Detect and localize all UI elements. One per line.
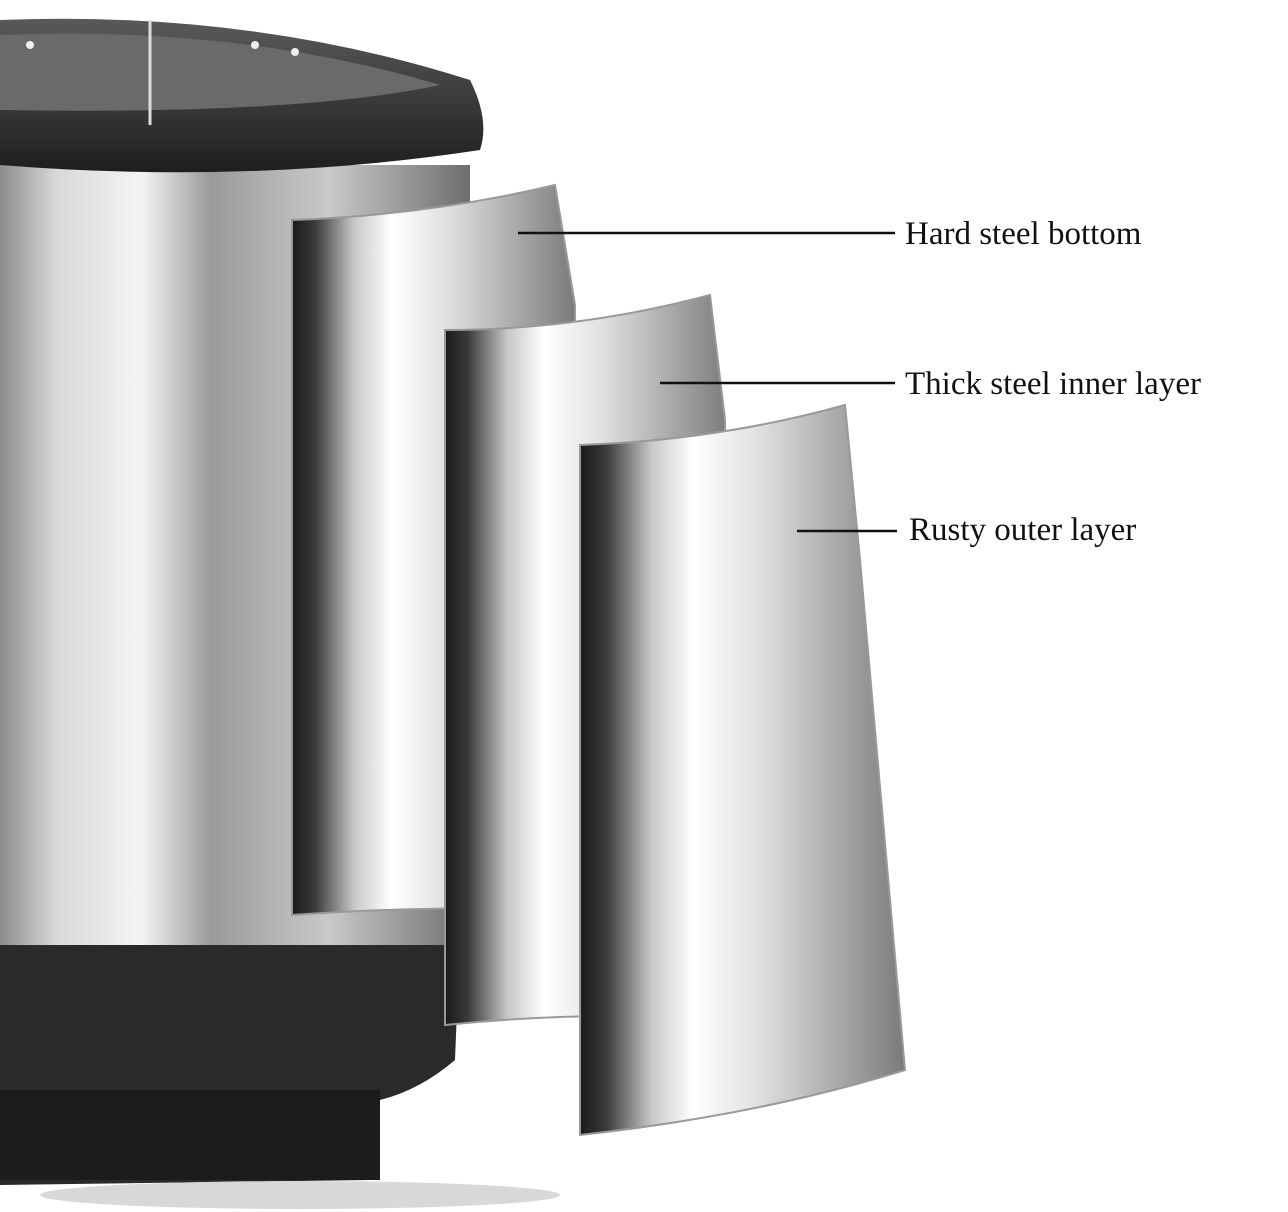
appliance-lid: [0, 18, 484, 173]
layer-panel-rusty-outer: [579, 403, 907, 1137]
label-thick-steel-inner-layer: Thick steel inner layer: [905, 366, 1201, 402]
appliance-base: [0, 935, 560, 1209]
label-hard-steel-bottom: Hard steel bottom: [905, 216, 1142, 252]
label-rusty-outer-layer: Rusty outer layer: [909, 512, 1137, 548]
